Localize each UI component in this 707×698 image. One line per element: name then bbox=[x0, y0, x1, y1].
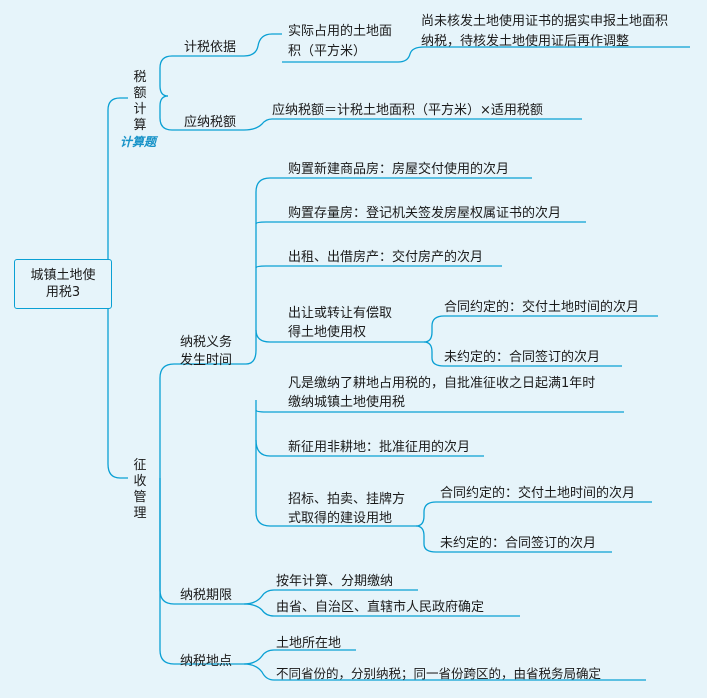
place-item-2: 不同省份的，分别纳税；同一省份跨区的，由省税务局确定 bbox=[276, 666, 602, 681]
payable-formula: 应纳税额＝计税土地面积（平方米）×适用税额 bbox=[272, 103, 543, 118]
branch-tax-calculation-label: 税额计算 bbox=[133, 70, 147, 133]
calculation-question-tag: 计算题 bbox=[120, 135, 157, 149]
auction-contract-text: 合同约定的：交付土地时间的次月 bbox=[440, 486, 636, 501]
period-label: 纳税期限 bbox=[180, 588, 233, 603]
obligation-label: 纳税义务发生时间 bbox=[180, 335, 233, 368]
obligation-transfer-label: 出让或转让有偿取得土地使用权 bbox=[288, 306, 393, 340]
obligation-stock-house: 购置存量房：登记机关签发房屋权属证书的次月 bbox=[288, 206, 562, 221]
obligation-non-farmland: 新征用非耕地：批准征用的次月 bbox=[288, 440, 471, 455]
obligation-farmland-line-2: 缴纳城镇土地使用税 bbox=[288, 395, 406, 410]
transfer-no-contract-text: 未约定的：合同签订的次月 bbox=[444, 350, 601, 365]
place-item-1: 土地所在地 bbox=[276, 636, 342, 651]
period-item-2: 由省、自治区、直辖市人民政府确定 bbox=[276, 600, 485, 615]
pending-note-line-2: 纳税，待核发土地使用证后再作调整 bbox=[421, 34, 630, 49]
obligation-new-house: 购置新建商品房：房屋交付使用的次月 bbox=[288, 162, 510, 177]
transfer-contract-text: 合同约定的：交付土地时间的次月 bbox=[444, 300, 640, 315]
basis-label: 计税依据 bbox=[184, 40, 237, 55]
period-item-1: 按年计算、分期缴纳 bbox=[276, 574, 394, 589]
actual-area-text: 实际占用的土地面积（平方米） bbox=[288, 24, 393, 59]
place-label: 纳税地点 bbox=[180, 654, 233, 669]
payable-label: 应纳税额 bbox=[184, 115, 237, 130]
root-topic: 城镇土地使用税3 bbox=[14, 259, 112, 309]
branch-collection-management-label: 征收管理 bbox=[133, 458, 147, 521]
obligation-auction-label: 招标、拍卖、挂牌方式取得的建设用地 bbox=[288, 492, 406, 526]
obligation-lease: 出租、出借房产：交付房产的次月 bbox=[288, 250, 484, 265]
pending-note-line-1: 尚未核发土地使用证书的据实申报土地面积 bbox=[421, 14, 669, 29]
obligation-farmland-line-1: 凡是缴纳了耕地占用税的，自批准征收之日起满1年时 bbox=[288, 376, 596, 391]
auction-no-contract-text: 未约定的：合同签订的次月 bbox=[440, 536, 597, 551]
